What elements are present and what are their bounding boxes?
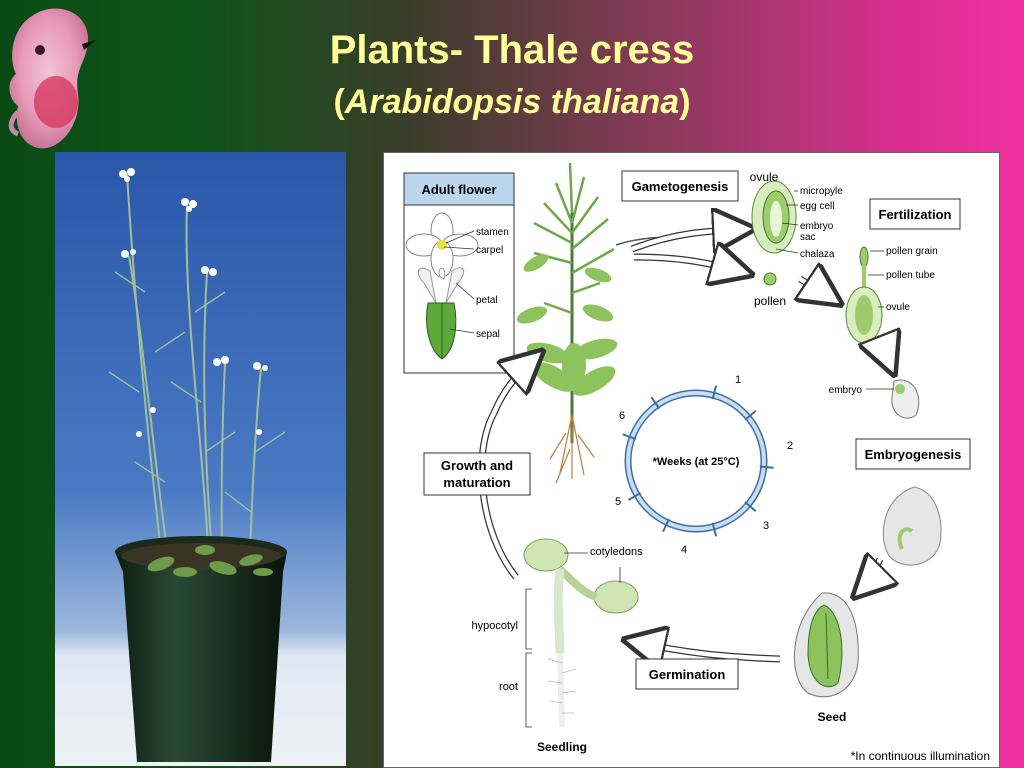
pollen-label: pollen <box>754 294 786 308</box>
clock-tick-mark <box>662 518 670 533</box>
egg-cell-label: egg cell <box>800 201 834 212</box>
week-3-label: 3 <box>763 520 769 532</box>
slide-title: Plants- Thale cress <box>329 28 695 72</box>
root-label: root <box>499 681 518 693</box>
subtitle-open-paren: ( <box>333 83 345 121</box>
life-cycle-svg: Adult flower stamen carpel petal sepal <box>403 162 990 763</box>
subtitle-close-paren: ) <box>679 83 691 121</box>
petal-label: petal <box>476 295 498 306</box>
seed-label: Seed <box>818 710 847 724</box>
stamen-label: stamen <box>476 227 509 238</box>
week-6-label: 6 <box>619 410 625 422</box>
embryogenesis-label: Embryogenesis <box>865 447 962 462</box>
germination-label: Germination <box>649 667 726 682</box>
seedling-label: Seedling <box>537 740 587 754</box>
flower-top-view <box>405 212 479 278</box>
germination-stage: Germination <box>630 641 781 690</box>
growth-label-line1: Growth and <box>441 458 513 473</box>
sepal-label: sepal <box>476 329 500 340</box>
adult-flower-heading: Adult flower <box>421 182 496 197</box>
hypocotyl-label: hypocotyl <box>472 620 518 632</box>
clock-tick-mark <box>622 433 637 441</box>
slide-subtitle: (Arabidopsis thaliana) <box>0 82 1024 122</box>
micropyle-label: micropyle <box>800 186 843 197</box>
clock-tick-mark <box>650 396 661 410</box>
clock-center-label: *Weeks (at 25°C) <box>653 456 740 468</box>
week-4-label: 4 <box>681 544 687 556</box>
cotyledons-label: cotyledons <box>590 546 643 558</box>
embryogenesis-stage: embryo Embryogenesis <box>829 379 971 593</box>
fertilization-ovule-label: ovule <box>886 302 910 313</box>
week-2-label: 2 <box>787 440 793 452</box>
embryo-label: embryo <box>829 385 863 396</box>
embryo-sac-label-1: embryo <box>800 221 834 232</box>
week-5-label: 5 <box>615 496 621 508</box>
pollen-tube-label: pollen tube <box>886 270 935 281</box>
week-1-label: 1 <box>735 374 741 386</box>
subtitle-species-name: Arabidopsis thaliana <box>344 83 680 121</box>
adult-flower-box: Adult flower stamen carpel petal sepal <box>403 172 515 374</box>
pollen-grain-label: pollen grain <box>886 246 938 257</box>
ovule-label: ovule <box>750 170 779 184</box>
carpel-label: carpel <box>476 245 503 256</box>
seedling-illustration: cotyledons hypocotyl root Seedling <box>472 538 643 754</box>
clock-tick-mark <box>744 501 757 512</box>
weeks-clock: *Weeks (at 25°C) 1 2 3 4 5 6 <box>615 374 793 556</box>
flower-side-view <box>417 267 465 360</box>
fertilization-label: Fertilization <box>879 207 952 222</box>
embryo-sac-label-2: sac <box>800 232 816 243</box>
growth-label-line2: maturation <box>443 475 510 490</box>
mouse-embryo-image <box>8 8 96 149</box>
clock-tick-mark <box>711 522 718 537</box>
chalaza-label: chalaza <box>800 249 835 260</box>
clock-tick-mark <box>759 465 774 469</box>
ovule-illustration: ovule micropyle egg cell embryo sac chal… <box>750 170 844 308</box>
gametogenesis-stage: Gametogenesis <box>621 170 748 273</box>
clock-tick-mark <box>744 410 757 421</box>
fertilization-stage: Fertilization pollen grain pollen tube o… <box>800 198 961 369</box>
seed-illustration: Seed <box>793 592 859 724</box>
adult-plant-illustration <box>516 162 618 484</box>
growth-maturation-stage: Growth and maturation <box>423 355 538 580</box>
arabidopsis-plant-photo <box>55 152 346 766</box>
life-cycle-diagram: Adult flower stamen carpel petal sepal <box>383 152 1000 768</box>
clock-tick-mark <box>711 385 718 400</box>
clock-tick-mark <box>627 492 642 501</box>
gametogenesis-label: Gametogenesis <box>632 179 729 194</box>
footnote: *In continuous illumination <box>851 749 990 763</box>
